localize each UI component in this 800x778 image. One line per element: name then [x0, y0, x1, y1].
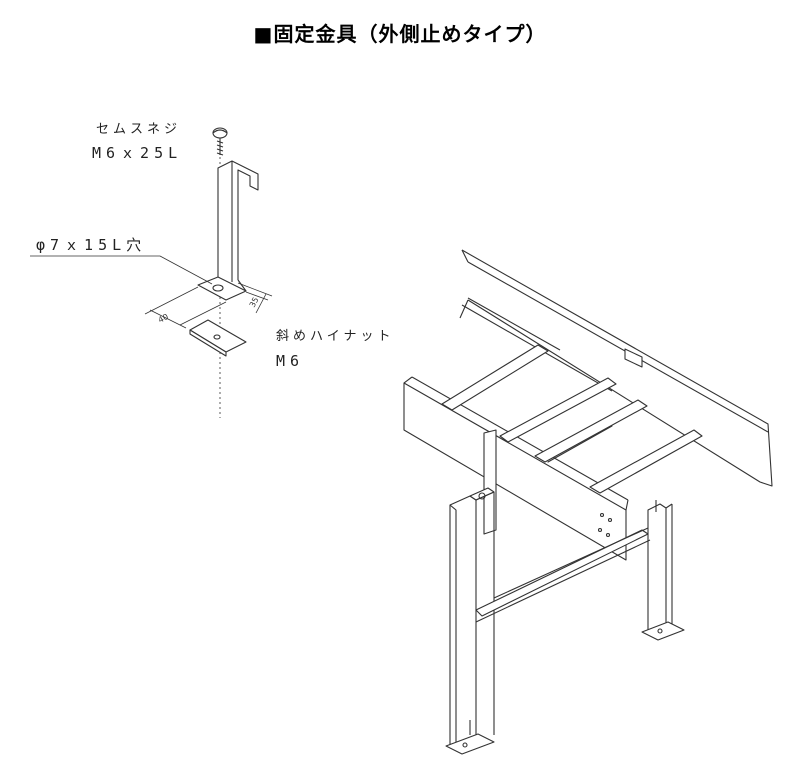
slant-hex-nut-icon — [190, 320, 246, 356]
nut-size-label: M6 — [276, 352, 305, 370]
screw-name-label: セムスネジ — [96, 122, 182, 137]
page-title: ■固定金具（外側止めタイプ） — [253, 22, 547, 46]
dim-lines — [145, 283, 272, 328]
nut-name-label: 斜めハイナット — [276, 329, 395, 344]
screw-size-label: M6ｘ25L — [92, 144, 183, 162]
dim-35-label: 35 — [248, 296, 261, 309]
hole-label: φ7ｘ15L穴 — [36, 236, 147, 254]
semus-screw-icon — [212, 127, 228, 155]
fixing-bracket — [198, 161, 258, 300]
hole-leader — [30, 256, 212, 284]
dim-40-label: 40 — [157, 312, 170, 325]
cable-ladder-rack — [404, 250, 772, 754]
